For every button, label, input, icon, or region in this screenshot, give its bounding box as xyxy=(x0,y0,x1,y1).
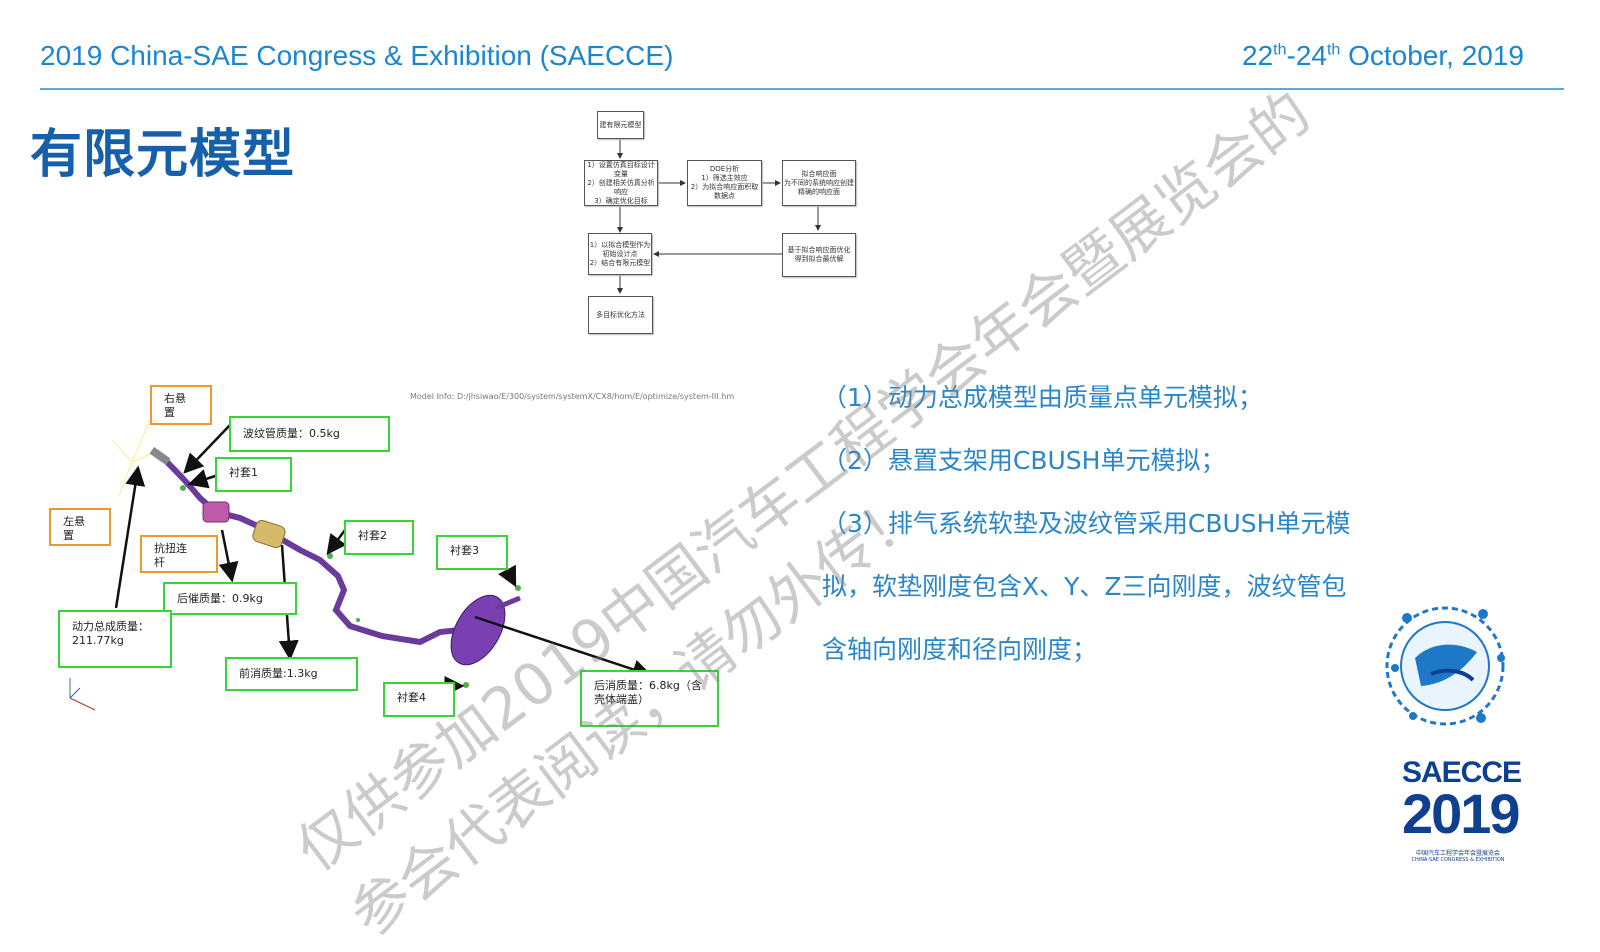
date-month-year: October, 2019 xyxy=(1340,40,1524,71)
header-divider xyxy=(40,88,1564,90)
label-left-mount: 左悬 置 xyxy=(49,508,111,546)
label-front-muffler-mass: 前消质量:1.3kg xyxy=(225,657,358,691)
conference-date: 22th-24th October, 2019 xyxy=(1242,40,1524,72)
slide-title: 有限元模型 xyxy=(30,125,296,185)
rear-muffler xyxy=(450,594,506,666)
exhaust-pipe xyxy=(157,452,483,646)
label-bushing-1: 衬套1 xyxy=(215,457,292,492)
label-rear-catalyst-mass: 后催质量：0.9kg xyxy=(163,582,297,615)
exhaust-fe-model xyxy=(69,419,653,711)
label-bushing-2: 衬套2 xyxy=(344,520,414,555)
coordinate-triad xyxy=(69,678,96,711)
logo-year: 2019 xyxy=(1402,782,1521,845)
bullet-3-line-1: （3）排气系统软垫及波纹管采用CBUSH单元模 xyxy=(822,509,1351,538)
logo-cn-name: 中国汽车工程学会年会暨展览会 xyxy=(1415,850,1500,857)
bullet-2: （2）悬置支架用CBUSH单元模拟； xyxy=(822,446,1226,475)
flowchart-arrows xyxy=(617,138,821,294)
bullet-1: （1）动力总成模型由质量点单元模拟； xyxy=(822,383,1263,412)
logo-brand: SAECCE xyxy=(1402,756,1522,789)
date-start-day: 22 xyxy=(1242,40,1274,71)
logo-en-name: CHINA-SAE CONGRESS & EXHIBITION xyxy=(1411,857,1505,863)
flow-node-doe: DOE分析 1）筛选主效应 2）为拟合响应面积取数据点 xyxy=(687,160,762,206)
date-start-suffix: th xyxy=(1273,41,1287,59)
model-info-stamp: Model Info: D:/jhsiwao/E/300/system/syst… xyxy=(410,392,735,401)
rear-catalyst xyxy=(202,501,230,523)
label-rear-muffler-mass: 后消质量：6.8kg（含 壳体端盖） xyxy=(580,670,719,727)
label-torque-rod: 抗扭连 杆 xyxy=(140,535,218,573)
label-right-mount: 右悬 置 xyxy=(150,385,212,425)
date-end-suffix: th xyxy=(1326,41,1341,59)
flow-node-optimize: 基于拟合响应面优化 得到拟合最优解 xyxy=(782,233,856,277)
label-bushing-3: 衬套3 xyxy=(436,535,508,570)
label-powertrain-mass: 动力总成质量： 211.77kg xyxy=(58,610,172,668)
flow-node-initial-design: 1）以拟合模型作为初始设计点 2）结合有限元模型 xyxy=(588,233,652,275)
flange-front xyxy=(149,446,171,466)
label-bushing-4: 衬套4 xyxy=(383,682,455,717)
tail-pipe xyxy=(495,595,521,611)
label-bellows-mass: 波纹管质量：0.5kg xyxy=(229,416,390,452)
front-muffler xyxy=(252,519,286,549)
flow-node-setup: 1）设置仿真目标设计变量 2）创建相关仿真分析响应 3）确定优化目标 xyxy=(584,160,658,206)
flow-node-multi-objective: 多目标优化方法 xyxy=(588,296,653,334)
flow-node-build-model: 建有限元模型 xyxy=(597,111,644,139)
bushing-markers xyxy=(180,485,521,688)
bullet-3-line-2: 拟，软垫刚度包含X、Y、Z三向刚度，波纹管包 xyxy=(822,572,1347,601)
conference-title: 2019 China-SAE Congress & Exhibition (SA… xyxy=(40,40,674,71)
flow-node-fit-surface: 拟合响应面 为不同的系统响应创建精确的响应面 xyxy=(782,160,856,206)
bullet-3-line-3: 含轴向刚度和径向刚度； xyxy=(822,635,1098,664)
date-end-day: -24 xyxy=(1286,40,1327,71)
saecce-globe-logo xyxy=(1385,606,1505,726)
